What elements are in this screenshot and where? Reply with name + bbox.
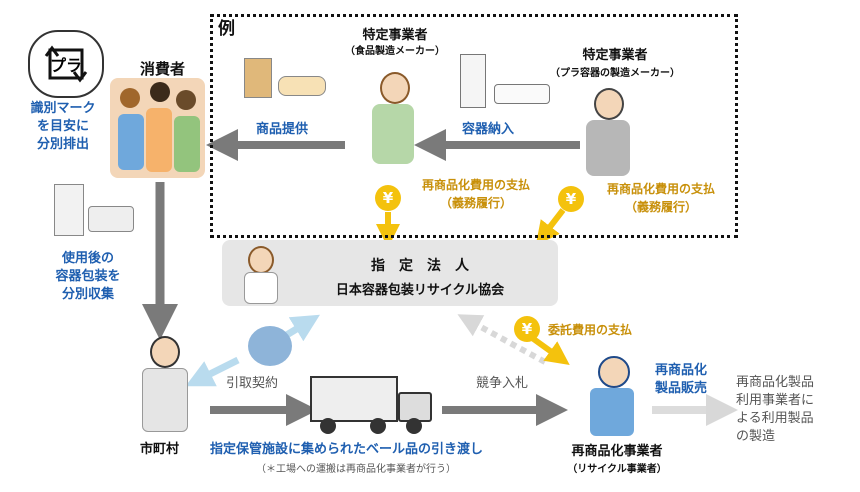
truck-image	[310, 370, 434, 440]
recycler-person	[582, 354, 642, 438]
end-users-line-1: 再商品化製品	[736, 375, 815, 390]
product-supply-label: 商品提供	[256, 122, 309, 137]
end-users-line-4: の製造	[736, 429, 776, 444]
product-sales-label: 再商品化 製品販売	[636, 362, 726, 398]
designated-person	[240, 242, 280, 304]
mark-text: プラ	[49, 56, 82, 75]
container-product-image	[454, 52, 554, 112]
note-line-3: 分別排出	[36, 137, 89, 152]
payment2-line-1: 再商品化費用の支払	[606, 182, 715, 196]
payment2-line-2: （義務履行）	[624, 200, 697, 214]
food-product-image	[240, 52, 330, 102]
collection-line-2: 容器包装を	[55, 269, 121, 284]
end-users-line-3: よる利用製品	[736, 411, 814, 426]
container-delivery-label: 容器納入	[462, 122, 515, 137]
handover-note: （＊工場への運搬は再商品化事業者が行う）	[256, 464, 456, 475]
example-box	[210, 14, 738, 238]
collection-line-1: 使用後の	[61, 251, 114, 266]
arrow-bidding	[457, 314, 547, 365]
yen-icon: ¥	[514, 316, 540, 342]
bidding-label: 競争入札	[476, 376, 529, 391]
used-packaging-image	[46, 182, 136, 240]
identification-mark: プラ	[28, 30, 104, 98]
note-line-2: を目安に	[36, 119, 89, 134]
container-maker-title: 特定事業者	[582, 48, 648, 63]
collection-line-3: 分別収集	[61, 287, 114, 302]
recycle-payment-note-1: 再商品化費用の支払 （義務履行）	[406, 176, 546, 212]
sales-line-2: 製品販売	[654, 381, 707, 396]
recycler-title: 再商品化事業者	[571, 444, 663, 459]
example-label: 例	[218, 19, 235, 39]
yen-icon: ¥	[558, 186, 584, 212]
pla-mark-icon	[44, 45, 88, 83]
container-maker-person	[580, 80, 636, 180]
food-maker-person	[366, 60, 420, 168]
food-maker-title: 特定事業者	[362, 28, 428, 43]
municipality-person	[134, 330, 194, 434]
food-maker-subtitle: （食品製造メーカー）	[345, 46, 445, 57]
payment1-line-1: 再商品化費用の支払	[421, 178, 530, 192]
designated-title: 指 定 法 人	[371, 258, 469, 274]
sales-line-1: 再商品化	[654, 363, 707, 378]
municipality-title: 市町村	[140, 442, 180, 457]
recycler-subtitle: （リサイクル事業者）	[567, 464, 667, 475]
consumer-title: 消費者	[140, 60, 186, 78]
handover-label: 指定保管施設に集められたベール品の引き渡し	[210, 442, 484, 457]
used-collection-note: 使用後の 容器包装を 分別収集	[28, 250, 148, 304]
contract-label: 引取契約	[226, 376, 279, 391]
container-maker-subtitle: （プラ容器の製造メーカー）	[550, 68, 680, 79]
yen-icon: ¥	[375, 185, 401, 211]
designated-name: 日本容器包装リサイクル協会	[335, 283, 505, 298]
end-users-line-2: 利用事業者に	[736, 393, 815, 408]
designated-corporation-box	[222, 240, 558, 306]
commission-payment-label: 委託費用の支払	[548, 323, 633, 337]
consumer-note: 識別マーク を目安に 分別排出	[8, 100, 118, 154]
consumer-family-image	[110, 78, 205, 178]
recycle-payment-note-2: 再商品化費用の支払 （義務履行）	[586, 180, 736, 216]
arrow-contract-down	[185, 356, 240, 387]
arrow-yen-2	[535, 208, 566, 246]
note-line-1: 識別マーク	[30, 101, 96, 116]
handshake-icon	[248, 326, 292, 366]
payment1-line-2: （義務履行）	[439, 196, 512, 210]
end-users-note: 再商品化製品 利用事業者に よる利用製品 の製造	[736, 374, 856, 446]
